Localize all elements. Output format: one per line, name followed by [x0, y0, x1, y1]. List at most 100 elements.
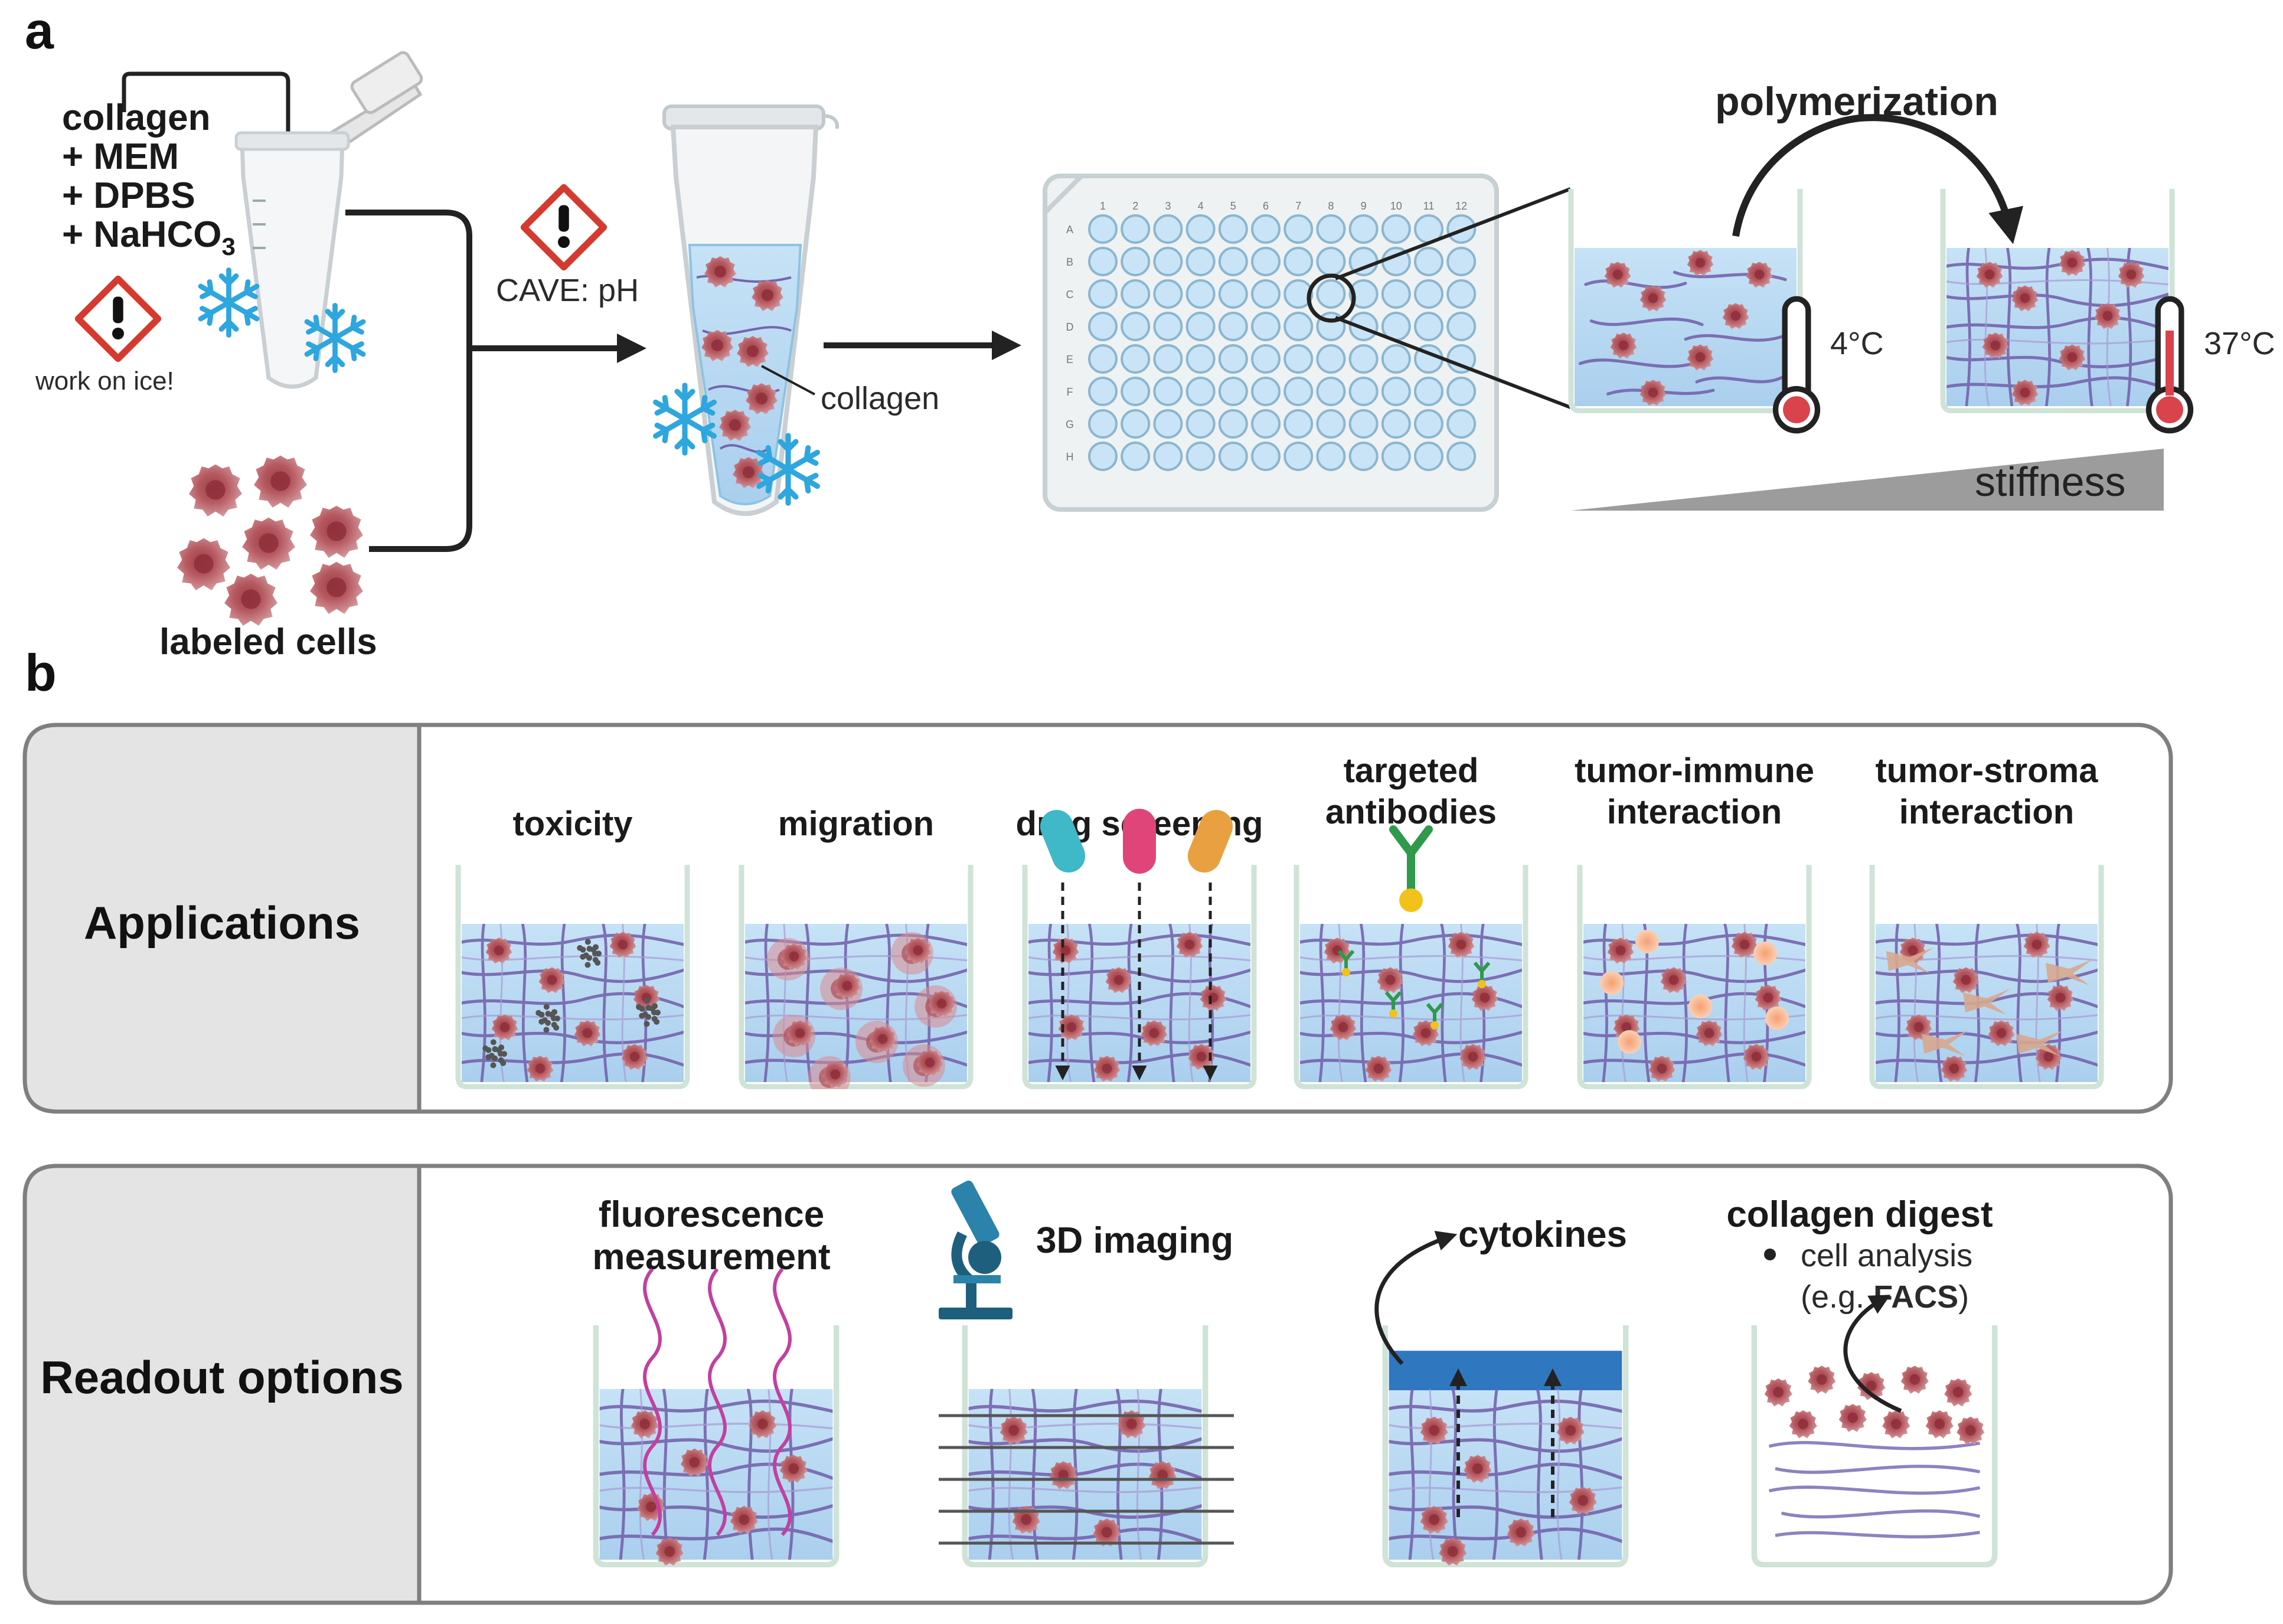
fluorescence-waves	[643, 1267, 792, 1537]
plate-well	[1348, 442, 1379, 471]
plate-col-label: 7	[1295, 200, 1301, 212]
plate-well	[1121, 312, 1151, 341]
plate-well	[1251, 409, 1281, 439]
stiffness-wedge	[1570, 449, 2164, 511]
plate-well	[1088, 377, 1118, 406]
plate-well	[1185, 442, 1216, 471]
thermometer-warm-fill	[2166, 331, 2174, 396]
readout-title: Readout options	[40, 1351, 403, 1403]
collagen-pointer	[761, 365, 815, 396]
plate-well	[1381, 279, 1411, 309]
plate-well	[1218, 344, 1248, 374]
plate-well	[1348, 214, 1379, 244]
snowflake-icon	[201, 270, 257, 335]
plate-well	[1348, 279, 1379, 309]
application-well	[742, 865, 971, 1089]
plate-well	[1121, 442, 1151, 471]
work-on-ice-label: work on ice!	[35, 367, 174, 396]
plate-well	[1381, 377, 1411, 406]
plate-well	[1088, 279, 1118, 309]
application-2: drug screening	[1016, 805, 1263, 1087]
plate-well	[1414, 247, 1443, 276]
application-label: interaction	[1607, 793, 1782, 831]
plate-well	[1153, 377, 1183, 406]
plate-row-label: H	[1066, 451, 1074, 463]
merge-bracket	[345, 210, 472, 552]
plate-well	[1283, 312, 1314, 341]
application-label: antibodies	[1325, 793, 1497, 831]
plate-well	[1414, 442, 1443, 471]
application-label: tumor-immune	[1575, 751, 1814, 790]
well-cold	[1571, 189, 1800, 411]
stiffness-label: stiffness	[1975, 459, 2126, 505]
plate-well	[1316, 344, 1346, 374]
application-wells: toxicity migration drug screeningtargeteda…	[458, 751, 2101, 1089]
plate-well	[1251, 312, 1281, 341]
plate-well	[1348, 377, 1379, 406]
readout-fluorescence: fluorescence measurement	[592, 1194, 836, 1566]
plate-well	[1283, 247, 1314, 276]
plate-well	[1088, 442, 1118, 471]
reagent-mem: + MEM	[62, 136, 179, 177]
zoom-line-bottom	[1334, 316, 1572, 409]
plate-well	[1153, 279, 1183, 309]
plate-well	[1316, 409, 1346, 439]
applications-title: Applications	[84, 897, 360, 949]
readout-cytokines: cytokines	[1374, 1214, 1627, 1566]
plate-well	[1185, 344, 1216, 374]
application-label: toxicity	[512, 805, 632, 843]
application-label: migration	[778, 805, 934, 843]
plate-well	[1283, 442, 1314, 471]
plate-well	[1446, 409, 1477, 439]
plate-well	[1088, 312, 1118, 341]
plate-well	[1121, 344, 1151, 374]
plate-col-label: 9	[1361, 200, 1367, 212]
application-well	[1025, 809, 1254, 1087]
plate-well	[1121, 247, 1151, 276]
application-well	[1296, 825, 1526, 1087]
application-well	[458, 865, 687, 1087]
plate-well	[1348, 344, 1379, 374]
imaging-well	[965, 1325, 1205, 1565]
polymerization-label: polymerization	[1715, 79, 1998, 124]
application-1: migration	[742, 805, 971, 1089]
plate-col-label: 4	[1198, 200, 1204, 212]
plate-well	[1153, 442, 1183, 471]
plate-col-label: 10	[1390, 200, 1402, 212]
plate-row-label: C	[1066, 289, 1074, 300]
plate-well	[1153, 247, 1183, 276]
plate-col-label: 11	[1423, 200, 1435, 212]
plate-row-label: E	[1066, 354, 1073, 365]
plate-well	[1185, 377, 1216, 406]
reagent-nahco3-subscript: 3	[221, 233, 235, 260]
plate-well	[1088, 344, 1118, 374]
plate-well	[1381, 409, 1411, 439]
plate-well	[1446, 247, 1477, 276]
plate-well	[1283, 377, 1314, 406]
plate-well	[1283, 409, 1314, 439]
plate-well	[1185, 312, 1216, 341]
selected-well	[1307, 273, 1356, 323]
plate-well	[1088, 247, 1118, 276]
plate-well	[1283, 279, 1314, 309]
digest-sub-bold: FACS	[1873, 1279, 1958, 1315]
digest-well	[1751, 1325, 1998, 1567]
reagent-arrow	[122, 71, 299, 188]
plate-col-label: 3	[1165, 200, 1171, 212]
reagent-nahco3-base: + NaHCO	[62, 214, 221, 255]
plate-well	[1185, 214, 1216, 244]
plate-well	[1121, 409, 1151, 439]
application-well	[1580, 865, 1809, 1087]
plate-well	[1381, 344, 1411, 374]
plate-col-label: 6	[1263, 200, 1269, 212]
application-0: toxicity	[458, 805, 687, 1087]
plate-well	[1088, 409, 1118, 439]
plate-well	[1251, 247, 1281, 276]
plate-well	[1348, 409, 1379, 439]
cytokines-well	[1385, 1325, 1625, 1566]
temp-warm-label: 37°C	[2204, 326, 2275, 361]
reagent-list: collagen + MEM + DPBS + NaHCO3	[62, 97, 236, 260]
plate-well	[1446, 312, 1477, 341]
